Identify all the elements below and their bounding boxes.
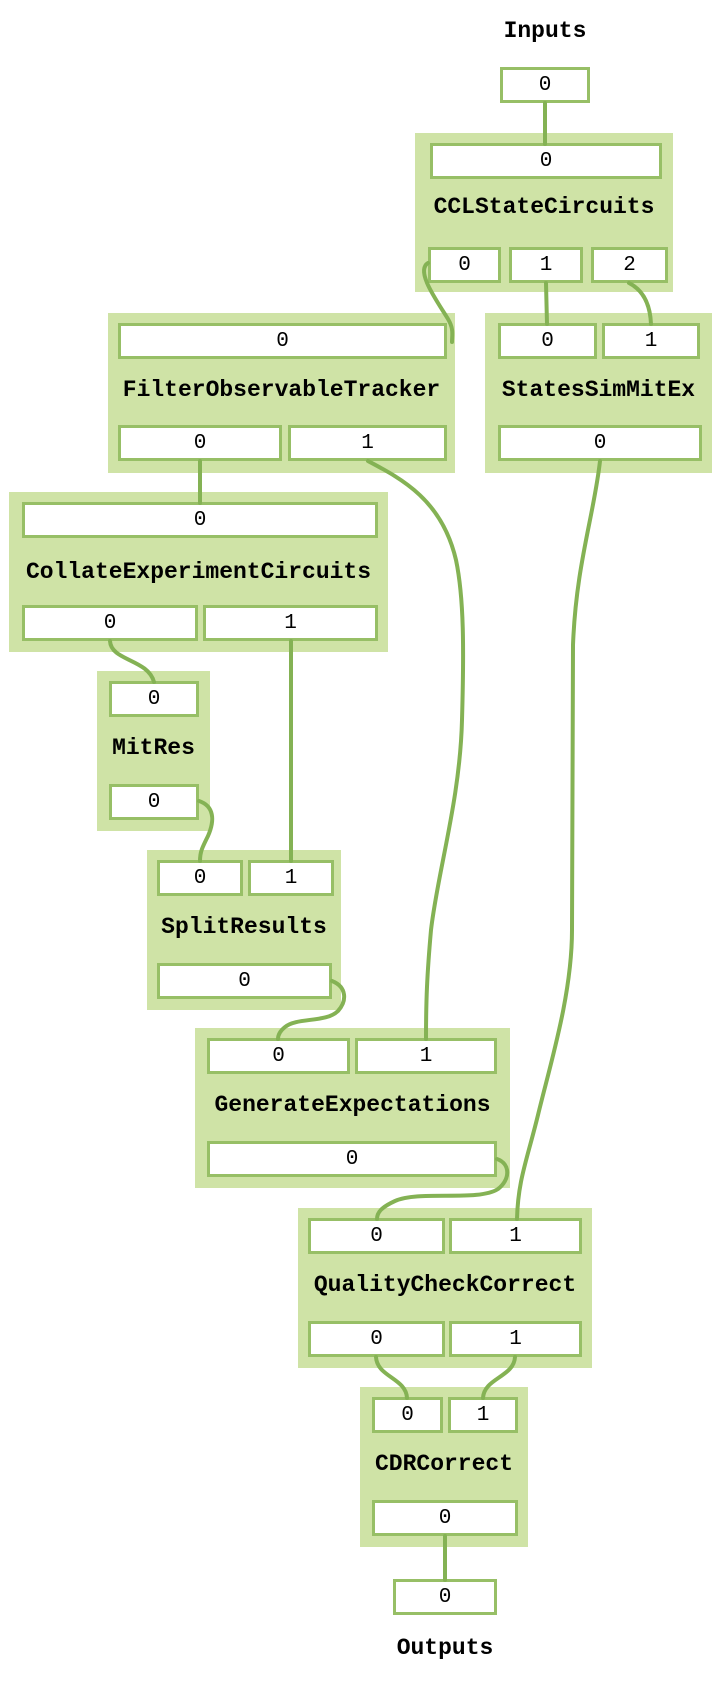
node-collateexperimentcircuits-input-port-0: 0 (22, 502, 378, 538)
edge-statessimmitex-out0-to-qualitycheckcorrect-in1 (515, 459, 602, 1221)
node-filterobservabletracker-input-port-0: 0 (118, 323, 447, 359)
node-filterobservabletracker-output-port-0: 0 (118, 425, 282, 461)
node-cdrcorrect-output-port-0: 0 (372, 1500, 518, 1536)
node-qualitycheckcorrect-input-port-0: 0 (308, 1218, 445, 1254)
node-title-collateexperimentcircuits: CollateExperimentCircuits (25, 559, 372, 585)
node-collateexperimentcircuits-output-port-0: 0 (22, 605, 198, 641)
node-cclstatecircuits-output-port-2: 2 (591, 247, 668, 283)
inputs-label: Inputs (503, 18, 587, 44)
node-title-mitres: MitRes (112, 735, 195, 761)
node-mitres-input-port-0: 0 (109, 681, 199, 717)
node-title-cclstatecircuits: CCLStateCircuits (433, 194, 655, 220)
node-cclstatecircuits-output-port-1: 1 (509, 247, 583, 283)
node-title-qualitycheckcorrect: QualityCheckCorrect (313, 1272, 577, 1298)
node-filterobservabletracker-output-port-1: 1 (288, 425, 447, 461)
node-qualitycheckcorrect-input-port-1: 1 (449, 1218, 582, 1254)
node-title-statessimmitex: StatesSimMitEx (501, 377, 696, 403)
node-cdrcorrect-input-port-1: 1 (448, 1397, 518, 1433)
node-cdrcorrect-input-port-0: 0 (372, 1397, 443, 1433)
node-title-filterobservabletracker: FilterObservableTracker (122, 377, 441, 403)
node-title-generateexpectations: GenerateExpectations (214, 1092, 491, 1118)
outputs-label: Outputs (396, 1635, 494, 1661)
node-cclstatecircuits-output-port-0: 0 (428, 247, 501, 283)
node-statessimmitex-input-port-1: 1 (602, 323, 700, 359)
node-generateexpectations-input-port-0: 0 (207, 1038, 350, 1074)
node-statessimmitex-output-port-0: 0 (498, 425, 702, 461)
node-splitresults-output-port-0: 0 (157, 963, 332, 999)
node-generateexpectations-output-port-0: 0 (207, 1141, 497, 1177)
node-title-cdrcorrect: CDRCorrect (374, 1451, 514, 1477)
node-qualitycheckcorrect-output-port-1: 1 (449, 1321, 582, 1357)
node-splitresults-input-port-0: 0 (157, 860, 243, 896)
node-title-splitresults: SplitResults (161, 914, 327, 940)
inputs-port-0: 0 (500, 67, 590, 103)
node-collateexperimentcircuits-output-port-1: 1 (203, 605, 378, 641)
node-generateexpectations-input-port-1: 1 (355, 1038, 497, 1074)
node-qualitycheckcorrect-output-port-0: 0 (308, 1321, 445, 1357)
node-splitresults-input-port-1: 1 (248, 860, 334, 896)
outputs-port-0: 0 (393, 1579, 497, 1615)
node-statessimmitex-input-port-0: 0 (498, 323, 597, 359)
node-cclstatecircuits-input-port-0: 0 (430, 143, 662, 179)
node-mitres-output-port-0: 0 (109, 784, 199, 820)
